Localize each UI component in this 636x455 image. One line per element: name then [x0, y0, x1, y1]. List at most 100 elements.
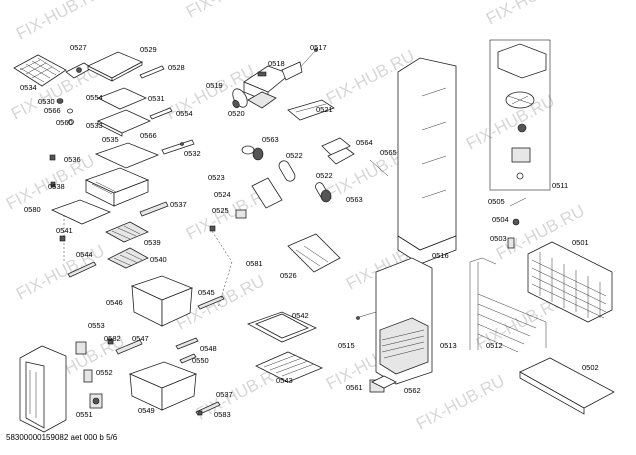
- part-label: 0563: [262, 135, 279, 144]
- part-label: 0516: [432, 251, 449, 260]
- part-label: 0505: [488, 197, 505, 206]
- part-0512-drawing: [469, 257, 547, 353]
- part-label: 0533: [86, 121, 103, 130]
- part-label: 0564: [356, 138, 373, 147]
- part-label: 0521: [316, 105, 333, 114]
- part-label: 0546: [106, 298, 123, 307]
- part-label: 0563: [346, 195, 363, 204]
- part-0529-drawing: [87, 51, 143, 82]
- part-label: 0537: [216, 390, 233, 399]
- part-label: 0548: [200, 344, 217, 353]
- watermark-text: FIX-HUB.RU: [483, 0, 578, 29]
- part-label: 0525: [212, 206, 229, 215]
- part-0501-drawing: [527, 241, 613, 323]
- part-0531-drawing: [149, 107, 173, 120]
- part-label: 0503: [490, 234, 507, 243]
- part-label: 0541: [56, 226, 73, 235]
- part-0513-drawing: [375, 257, 433, 385]
- part-label: 0534: [20, 83, 37, 92]
- part-label: 0526: [280, 271, 297, 280]
- part-0528-drawing: [139, 65, 165, 79]
- diagram-footer-code: 58300000159082 aet 000 b 5/6: [6, 433, 118, 442]
- part-0526-drawing: [287, 233, 341, 273]
- part-0537-drawing: [139, 201, 169, 217]
- part-label: 0551: [76, 410, 93, 419]
- part-0541-drawing: [50, 199, 112, 225]
- part-label: 0517: [310, 43, 327, 52]
- part-label: 0580: [24, 205, 41, 214]
- part-label: 0518: [268, 59, 285, 68]
- part-label: 0544: [76, 250, 93, 259]
- part-label: 0530: [38, 97, 55, 106]
- watermark-text: FIX-HUB.RU: [13, 0, 108, 44]
- part-label: 0583: [214, 410, 231, 419]
- part-label: 0519: [206, 81, 223, 90]
- small-parts-left-top: [56, 98, 74, 125]
- part-0544-drawing: [67, 261, 97, 278]
- part-label: 0522: [286, 151, 303, 160]
- part-label: 0562: [404, 386, 421, 395]
- part-0538-drawing: [84, 167, 150, 207]
- part-label: 0540: [150, 255, 167, 264]
- part-label: 0528: [168, 63, 185, 72]
- part-0502-drawing: [519, 357, 615, 415]
- part-0554-drawing: [97, 87, 147, 110]
- watermark-text: FIX-HUB.RU: [413, 371, 508, 433]
- part-label: 0512: [486, 341, 503, 350]
- part-label: 0538: [48, 182, 65, 191]
- part-0543-drawing: [255, 351, 323, 383]
- part-0518-drawing: [243, 61, 303, 103]
- part-0536-drawing: [49, 154, 56, 161]
- watermark-text: FIX-HUB.RU: [13, 241, 108, 303]
- part-label: 0554: [176, 109, 193, 118]
- part-label: 0511: [552, 181, 568, 190]
- part-label: 0539: [144, 238, 161, 247]
- part-label: 0504: [492, 215, 509, 224]
- part-label: 0561: [346, 383, 363, 392]
- part-0533-drawing: [97, 109, 151, 137]
- part-0511-drawing: [489, 39, 551, 191]
- part-label: 0520: [228, 109, 245, 118]
- part-0553-drawing: [75, 341, 87, 355]
- part-label: 0515: [338, 341, 355, 350]
- part-0549-drawing: [128, 361, 198, 411]
- part-label: 0532: [184, 149, 201, 158]
- part-label: 0537: [170, 200, 187, 209]
- part-0563-drawing: [241, 145, 264, 161]
- part-0539-drawing: [105, 221, 149, 243]
- part-label: 0581: [246, 259, 263, 268]
- door-panel-lower-left: [19, 345, 67, 433]
- part-label: 0543: [276, 376, 293, 385]
- part-label: 0542: [292, 311, 309, 320]
- part-label: 0552: [96, 368, 113, 377]
- part-label: 0531: [148, 94, 165, 103]
- part-0546-drawing: [130, 275, 194, 327]
- part-label: 0524: [214, 190, 231, 199]
- part-label: 0536: [64, 155, 81, 164]
- part-label: 0566: [44, 106, 61, 115]
- part-label: 0565: [380, 148, 397, 157]
- part-label: 0513: [440, 341, 457, 350]
- part-0516-drawing: [397, 57, 457, 265]
- part-label: 0553: [88, 321, 105, 330]
- part-label: 0523: [208, 173, 225, 182]
- part-label: 0554: [86, 93, 103, 102]
- watermark-text: FIX-HUB.RU: [183, 0, 278, 22]
- part-label: 0547: [132, 334, 149, 343]
- part-label: 0522: [316, 171, 333, 180]
- part-label: 0560: [56, 118, 73, 127]
- part-0532-drawing: [161, 139, 195, 155]
- part-label: 0550: [192, 356, 209, 365]
- part-0545-drawing: [197, 295, 225, 310]
- part-label: 0501: [572, 238, 589, 247]
- part-label: 0527: [70, 43, 87, 52]
- part-label: 0535: [102, 135, 119, 144]
- part-label: 0566: [140, 131, 157, 140]
- part-label: 0549: [138, 406, 155, 415]
- part-label: 0545: [198, 288, 215, 297]
- part-0519-drawing: [232, 88, 248, 109]
- part-label: 0582: [104, 334, 121, 343]
- part-0534-drawing: [13, 54, 67, 87]
